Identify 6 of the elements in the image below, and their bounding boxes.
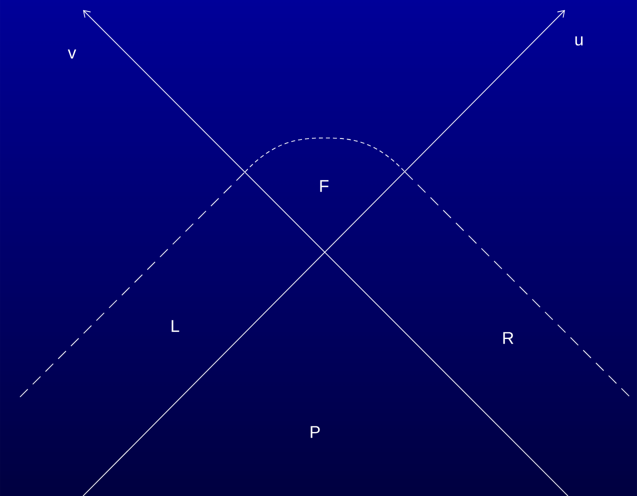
region-label: R: [503, 332, 514, 344]
axis-label: v: [68, 50, 76, 58]
region-label: F: [320, 180, 328, 192]
region-label: P: [310, 426, 320, 438]
axis-label: u: [575, 36, 583, 46]
region-label: L: [172, 320, 180, 332]
